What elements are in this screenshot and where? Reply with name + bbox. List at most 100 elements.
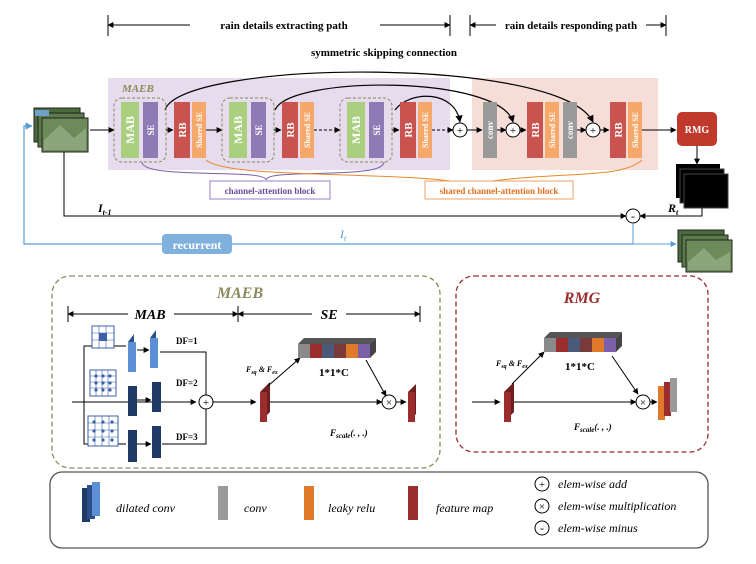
svg-text:shared channel-attention block: shared channel-attention block — [440, 186, 559, 196]
svg-text:conv: conv — [565, 121, 575, 140]
svg-text:SE: SE — [146, 124, 156, 135]
input-skip-line — [63, 152, 627, 219]
path-extracting-label: rain details extracting path — [107, 15, 451, 36]
svg-text:RMG: RMG — [685, 125, 710, 136]
dilated-conv-row1 — [128, 330, 158, 372]
svg-text:Shared SE: Shared SE — [195, 112, 204, 148]
shared-brace — [205, 159, 643, 185]
channel-attention-box — [209, 180, 331, 200]
svg-text:MAB: MAB — [349, 116, 363, 144]
legend-conv-icon — [218, 486, 228, 520]
svg-text:×: × — [539, 501, 545, 513]
svg-text:×: × — [386, 397, 392, 409]
legend-add-icon — [534, 476, 550, 492]
svg-text:SE: SE — [320, 308, 337, 323]
df2-label: DF=2 — [176, 378, 198, 388]
svg-text:RB: RB — [177, 122, 189, 138]
svg-text:Shared SE: Shared SE — [631, 112, 640, 148]
svg-text:+: + — [590, 125, 596, 137]
maeb-detail-title: MAEB — [216, 285, 264, 302]
svg-text:rain details extracting path: rain details extracting path — [220, 20, 347, 32]
se-block-1 — [143, 102, 158, 158]
maeb-detail-panel — [51, 275, 441, 469]
svg-text:RB: RB — [613, 122, 625, 138]
legend-fmap-icon — [408, 486, 418, 520]
svg-text:Shared SE: Shared SE — [303, 112, 312, 148]
path-responding-label: rain details responding path — [469, 15, 667, 36]
extracting-panel — [108, 78, 450, 170]
svg-text:-: - — [631, 209, 635, 223]
legend-fmap-label: feature map — [436, 501, 493, 515]
legend-add-label: elem-wise add — [558, 477, 628, 491]
mab-block-2 — [229, 102, 247, 158]
rmg-detail-title: RMG — [563, 290, 601, 307]
rmg-block — [677, 112, 717, 146]
rmg-output-stack — [658, 378, 677, 420]
legend-minus-label: elem-wise minus — [558, 521, 638, 535]
rb-block-1 — [174, 102, 190, 158]
rain-streak-stack — [676, 164, 729, 209]
se-block-3 — [369, 102, 384, 158]
kernel-grid-df2 — [89, 369, 117, 397]
input-image-stack — [33, 107, 89, 153]
maeb-fscale: Fscale(. , .) — [329, 428, 368, 440]
svg-text:SE: SE — [254, 124, 264, 135]
svg-text:SE: SE — [372, 124, 382, 135]
rmg-c111: 1*1*C — [565, 361, 595, 373]
kernel-grid-df1 — [91, 325, 115, 349]
df3-label: DF=3 — [176, 432, 198, 442]
conv-block-1 — [483, 102, 497, 158]
svg-text:-: - — [540, 521, 544, 535]
svg-text:+: + — [539, 479, 545, 491]
dilated-conv-row3 — [128, 426, 161, 462]
legend-mul-label: elem-wise multiplication — [558, 499, 676, 513]
legend-mul-icon — [534, 498, 550, 514]
svg-text:+: + — [203, 397, 209, 409]
shared-se-block-3 — [418, 102, 432, 158]
skip-connection-label: symmetric skipping connection — [311, 47, 457, 59]
legend-leaky-label: leaky relu — [328, 501, 375, 515]
channel-vector-maeb — [298, 338, 376, 358]
shared-se-block-2 — [300, 102, 314, 158]
maeb-c111: 1*1*C — [319, 367, 349, 379]
svg-text:MAB: MAB — [231, 116, 245, 144]
rb-block-5 — [610, 102, 626, 158]
channel-vector-rmg — [544, 332, 622, 352]
rmg-fscale: Fscale(. , .) — [573, 422, 612, 434]
svg-text:RB: RB — [530, 122, 542, 138]
i-prev-label: It-1 — [97, 201, 112, 217]
svg-text:Shared SE: Shared SE — [548, 112, 557, 148]
svg-text:RB: RB — [285, 122, 297, 138]
recurrent-box — [162, 234, 232, 254]
legend-leaky-icon — [304, 486, 314, 520]
shared-se-block-4 — [545, 102, 559, 158]
svg-text:conv: conv — [485, 121, 495, 140]
svg-text:MAB: MAB — [133, 308, 165, 323]
svg-text:+: + — [510, 125, 516, 137]
recurrent-loop — [23, 122, 633, 245]
rmg-detail-panel — [455, 275, 709, 453]
df1-label: DF=1 — [176, 336, 198, 346]
feature-map-maeb-out — [408, 392, 415, 422]
svg-text:Shared SE: Shared SE — [421, 112, 430, 148]
legend-minus-icon — [534, 520, 550, 536]
shared-attention-box — [424, 180, 574, 200]
rb-block-3 — [400, 102, 416, 158]
rb-block-4 — [527, 102, 543, 158]
output-image-stack — [677, 229, 733, 273]
svg-text:rain details responding path: rain details responding path — [505, 20, 637, 32]
channel-brace — [141, 161, 385, 181]
r-t-label: Rt — [667, 201, 679, 217]
legend-conv-label: conv — [244, 501, 267, 515]
svg-text:×: × — [640, 397, 646, 409]
svg-text:recurrent: recurrent — [173, 238, 222, 252]
legend-dilated-icon — [82, 482, 100, 522]
i-t-label: It — [339, 227, 347, 243]
mab-block-3 — [347, 102, 365, 158]
legend-dilated-label: dilated conv — [116, 501, 176, 515]
shared-se-block-5 — [628, 102, 642, 158]
shared-se-block-1 — [192, 102, 206, 158]
maeb-tag: MAEB — [121, 83, 154, 95]
conv-block-2 — [563, 102, 577, 158]
